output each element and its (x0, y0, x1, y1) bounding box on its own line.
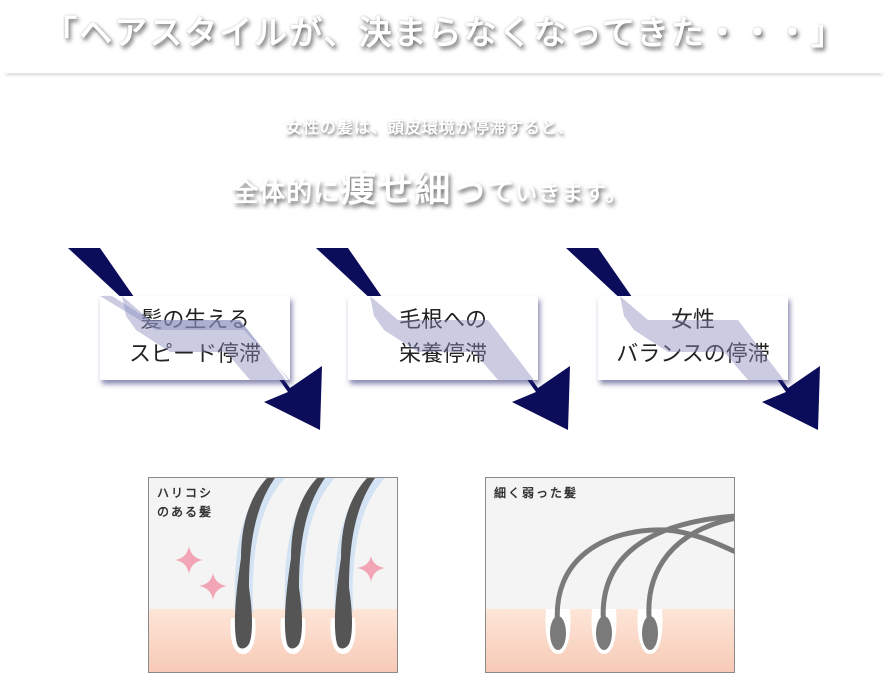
label-line2: のある髪 (157, 505, 214, 519)
cause-line2: 栄養停滞 (398, 342, 487, 367)
cause-box-female-balance: 女性 バランスの停滞 (598, 296, 788, 380)
cause-line2: バランスの停滞 (616, 342, 770, 367)
weak-hair-panel: 細く弱った髪 (485, 477, 735, 673)
main-message-part4: いきます。 (515, 182, 628, 207)
cause-line2: スピード停滞 (128, 342, 261, 367)
cause-box-growth-speed: 髪の生える スピード停滞 (100, 296, 290, 380)
sparkle-icon (175, 546, 385, 600)
label-line1: ハリコシ (157, 486, 214, 500)
cause-line1: 女性 (670, 308, 715, 333)
cause-line1: 毛根への (398, 308, 487, 333)
hair-strand-icon (230, 478, 385, 654)
label-line1: 細く弱った髪 (494, 486, 579, 500)
arrow-icon (68, 248, 322, 430)
healthy-hair-panel: ハリコシ のある髪 (148, 477, 398, 673)
weak-hair-illustration (486, 513, 734, 672)
headline: 「ヘアスタイルが、決まらなくなってきた・・・」 (44, 13, 846, 52)
healthy-hair-label: ハリコシ のある髪 (157, 484, 213, 522)
divider (6, 70, 882, 73)
lead-text: 女性の髪は、頭皮環境が停滞すると、 (285, 118, 575, 137)
weak-hair-label: 細く弱った髪 (494, 484, 578, 503)
main-message: 全体的に痩せ細っていきます。 (0, 160, 860, 212)
cause-box-root-nutrition: 毛根への 栄養停滞 (348, 296, 538, 380)
hair-strand-icon (554, 513, 734, 631)
main-message-part3: て (488, 178, 516, 208)
main-message-part2: 痩せ細っ (340, 169, 489, 210)
arrow-icon (566, 248, 820, 430)
healthy-hair-illustration (149, 478, 397, 672)
cause-line1: 髪の生える (140, 308, 250, 333)
main-message-part1: 全体的に (232, 178, 341, 208)
arrow-icon (316, 248, 570, 430)
